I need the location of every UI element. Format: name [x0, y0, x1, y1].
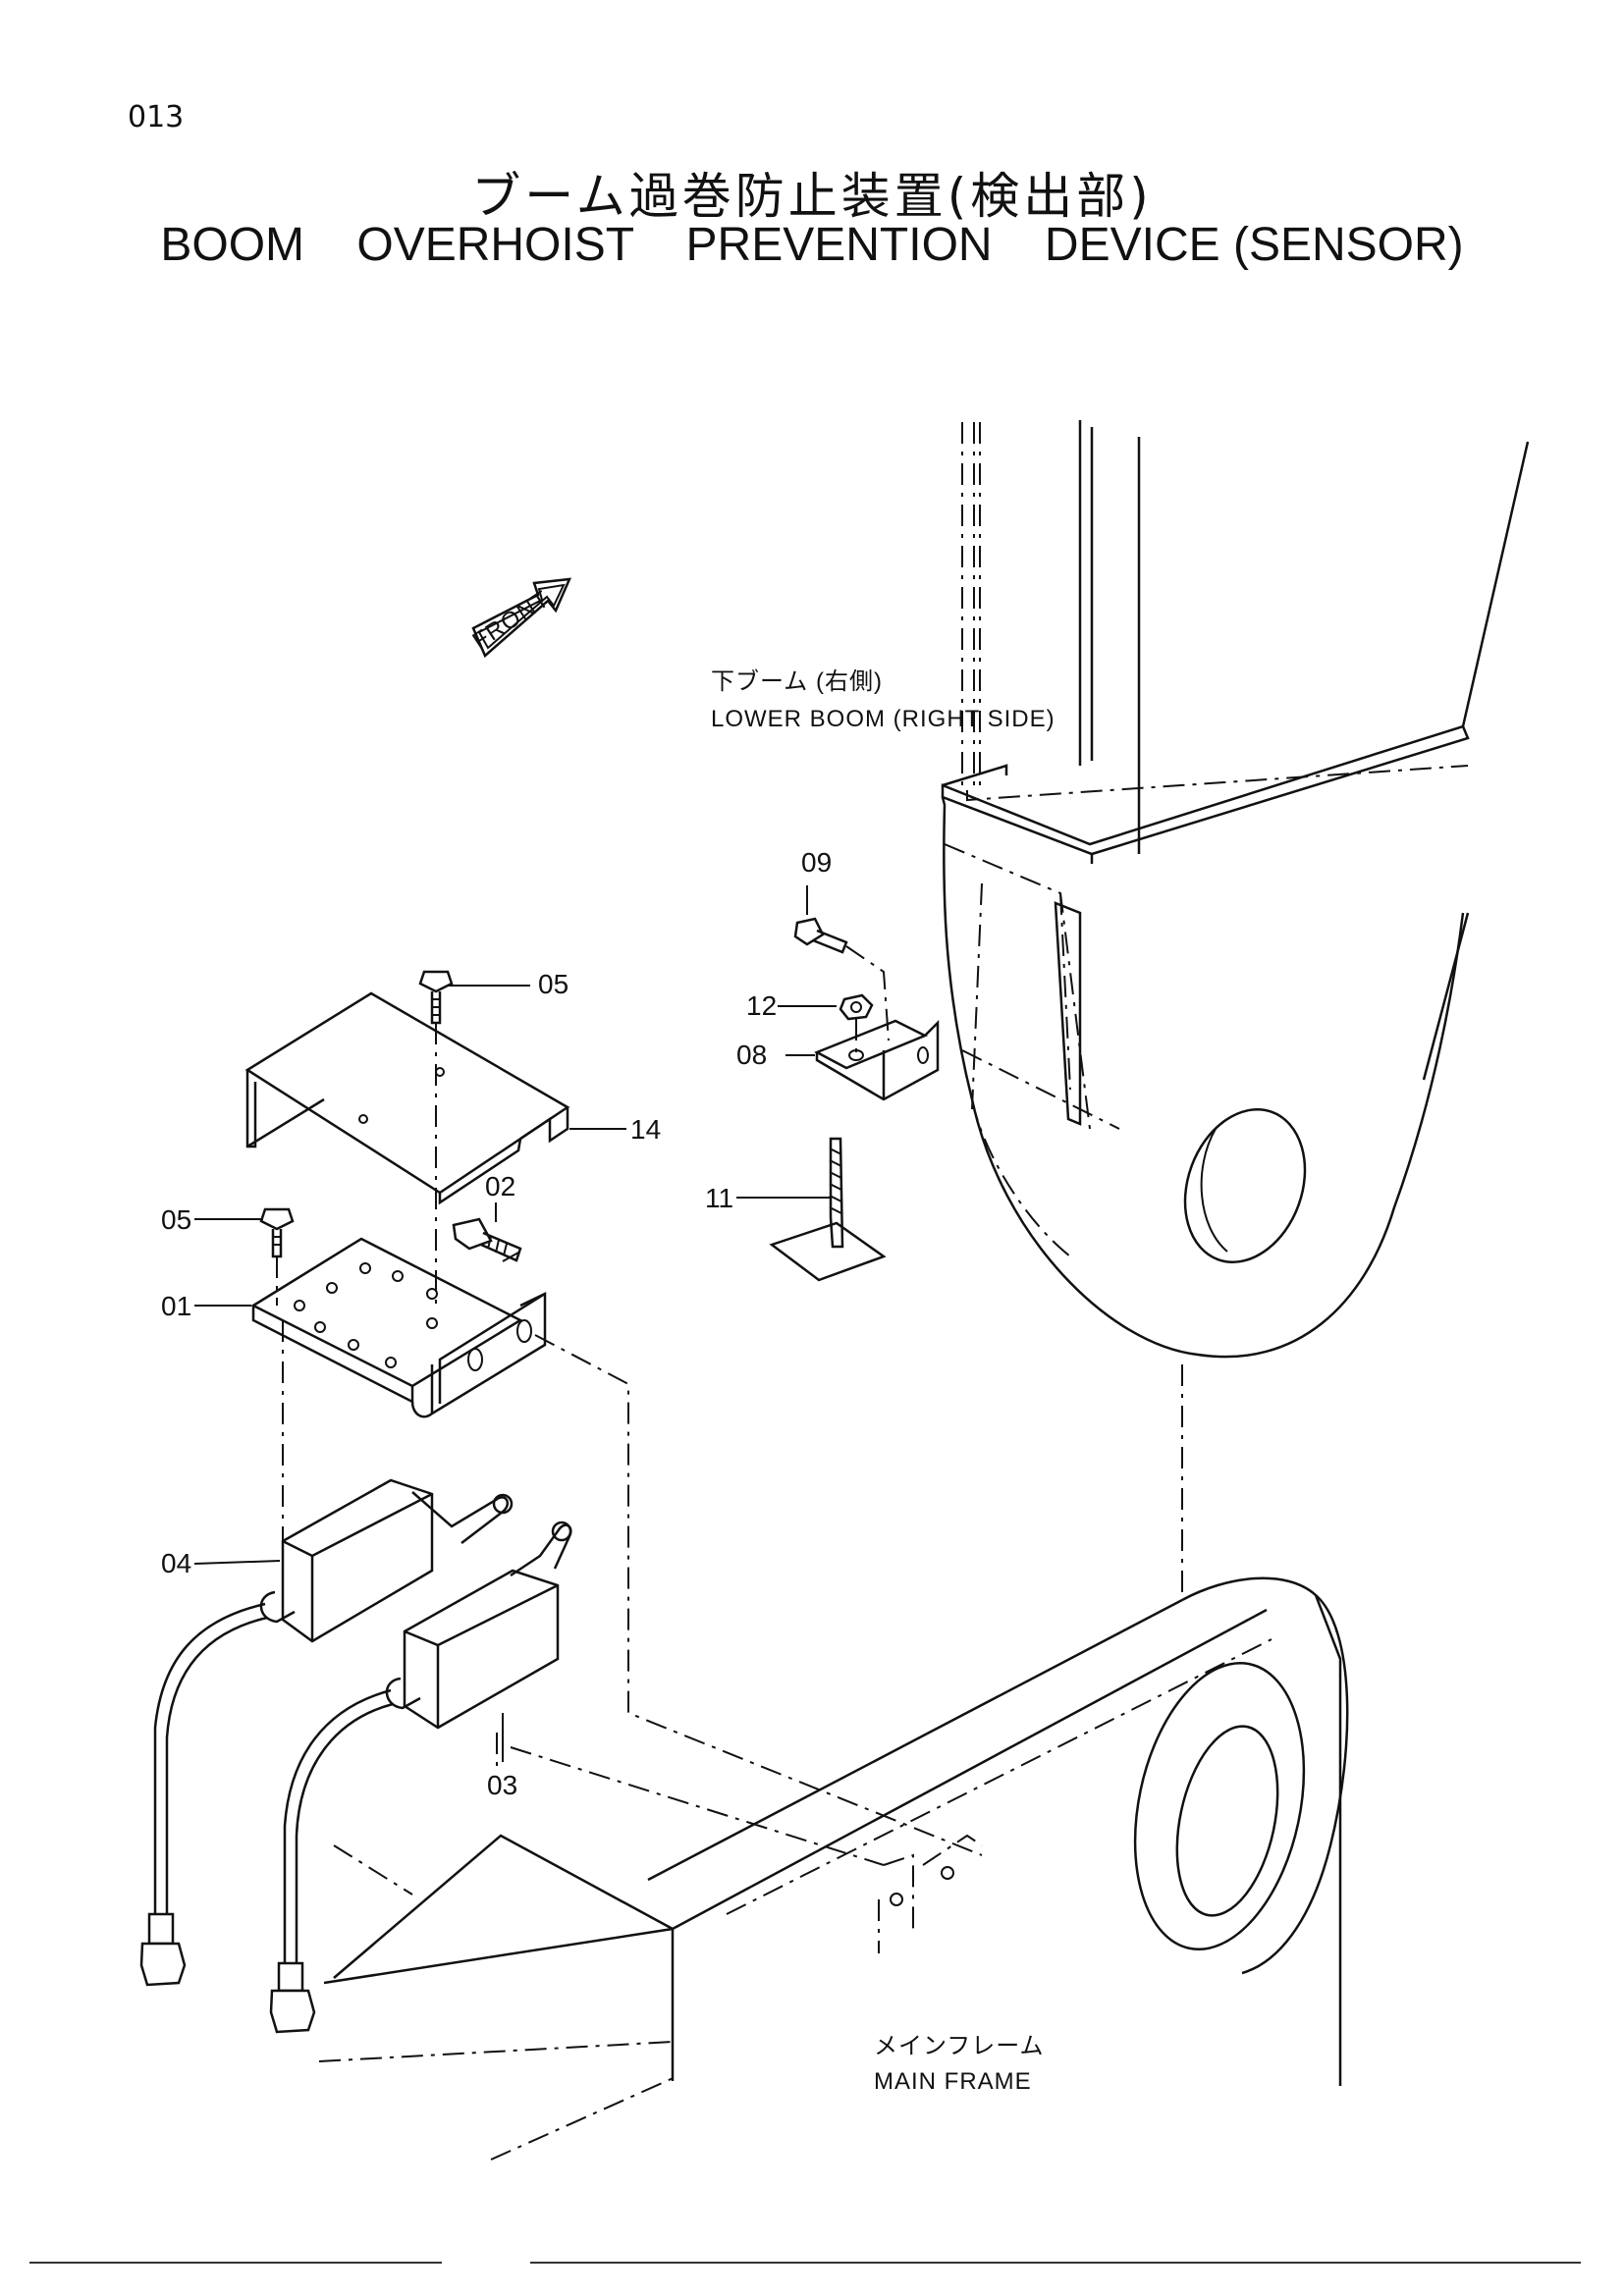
bolt-part-05-upper — [418, 970, 454, 1025]
callout-08: 08 — [736, 1040, 767, 1070]
lower-boom-drawing — [941, 420, 1530, 1359]
plate-bracket-part-08 — [814, 1019, 940, 1101]
callout-11: 11 — [705, 1183, 733, 1213]
front-arrow-icon: FRONT — [468, 577, 572, 659]
main-frame-drawing — [318, 1364, 1349, 2161]
footer-rule-right — [530, 2262, 1581, 2264]
callout-14: 14 — [630, 1114, 661, 1145]
lower-boom-label-jp: 下ブーム (右側) — [711, 668, 883, 695]
callout-12: 12 — [746, 990, 777, 1021]
assembly-lines — [276, 945, 983, 1866]
callout-09: 09 — [801, 847, 832, 878]
leader-lines — [193, 885, 837, 1762]
lower-boom-label-en: LOWER BOOM (RIGHT SIDE) — [711, 706, 1056, 732]
base-bracket-part-01 — [250, 1237, 547, 1418]
bolt-part-02 — [452, 1217, 522, 1262]
title-english: BOOM OVERHOIST PREVENTION DEVICE (SENSOR… — [160, 219, 1464, 271]
footer-rule-left — [29, 2262, 442, 2264]
page-number: 013 — [128, 100, 185, 134]
anchor-bolt-part-11 — [769, 1137, 887, 1282]
bolt-part-05-lower — [259, 1207, 295, 1258]
bolt-part-09 — [793, 917, 848, 954]
front-label: FRONT — [468, 586, 555, 655]
callout-02: 02 — [485, 1171, 515, 1201]
main-frame-label-jp: メインフレーム — [874, 2033, 1045, 2059]
cover-bracket-part-14 — [244, 991, 570, 1205]
callout-01: 01 — [161, 1291, 191, 1321]
callout-03: 03 — [487, 1770, 517, 1800]
title-japanese: ブーム過巻防止装置(検出部) — [471, 168, 1153, 225]
callout-04: 04 — [161, 1548, 191, 1578]
limit-switch-part-03 — [269, 1521, 572, 2034]
nut-part-12 — [839, 993, 874, 1021]
main-frame-label-en: MAIN FRAME — [874, 2068, 1032, 2095]
callout-05-upper: 05 — [538, 969, 568, 999]
callout-labels: 05 14 02 05 01 04 03 09 12 08 11 — [161, 847, 832, 1800]
callout-05-lower: 05 — [161, 1204, 191, 1235]
limit-switch-part-04 — [139, 1478, 514, 1987]
